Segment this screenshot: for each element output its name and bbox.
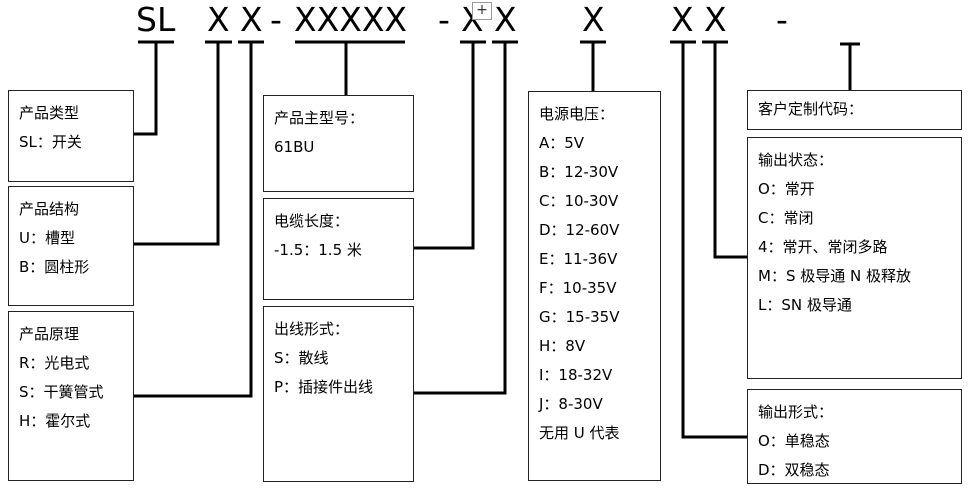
code-char-outlet-form: X	[494, 0, 517, 39]
box-line: C：10-30V	[539, 192, 619, 210]
box-title: 出线形式：	[274, 320, 350, 338]
box-line: E：11-36V	[539, 250, 618, 268]
box-line: U：槽型	[19, 229, 75, 247]
box-line: D：12-60V	[539, 221, 620, 239]
box-line: 61BU	[274, 138, 315, 156]
box-line: G：15-35V	[539, 308, 620, 326]
supply-voltage-box: 电源电压： A：5V B：12-30V C：10-30V D：12-60V E：…	[528, 91, 661, 481]
box-line: A：5V	[539, 134, 585, 152]
code-char-output-state: X	[704, 0, 727, 39]
code-char-structure: X	[207, 0, 230, 39]
code-prefix-sl: SL	[136, 0, 176, 39]
box-title: 输出形式：	[758, 403, 834, 421]
outlet-form-box: 出线形式： S：散线 P：插接件出线	[263, 306, 414, 482]
box-line: C：常闭	[758, 209, 814, 227]
code-dash: -	[776, 0, 788, 39]
box-title: 电缆长度：	[274, 212, 350, 230]
output-form-box: 输出形式： O：单稳态 D：双稳态	[747, 389, 962, 484]
box-line: M：S 极导通 N 极释放	[758, 267, 911, 285]
box-title: 客户定制代码：	[758, 100, 864, 118]
box-title: 输出状态：	[758, 151, 834, 169]
output-state-box: 输出状态： O：常开 C：常闭 4：常开、常闭多路 M：S 极导通 N 极释放 …	[747, 137, 962, 379]
main-model-box: 产品主型号： 61BU	[263, 95, 414, 192]
product-structure-box: 产品结构 U：槽型 B：圆柱形	[8, 186, 134, 306]
box-line: -1.5：1.5 米	[274, 241, 362, 259]
code-char-principle: X	[240, 0, 263, 39]
box-line: S：干簧管式	[19, 383, 104, 401]
box-line: R：光电式	[19, 354, 90, 372]
customer-code-box: 客户定制代码：	[747, 90, 962, 130]
code-dash: -	[270, 0, 282, 39]
box-title: 产品主型号：	[274, 109, 365, 127]
product-type-box: 产品类型 SL：开关	[8, 90, 134, 182]
box-line: B：圆柱形	[19, 258, 90, 276]
box-line: P：插接件出线	[274, 378, 374, 396]
box-title: 产品原理	[19, 325, 80, 343]
code-char-output-form: X	[671, 0, 694, 39]
box-title: 产品结构	[19, 200, 80, 218]
add-button[interactable]: +	[472, 2, 492, 20]
code-main-model: XXXXX	[294, 0, 408, 39]
box-line: SL：开关	[19, 133, 82, 151]
box-line: O：常开	[758, 180, 815, 198]
box-line: I：18-32V	[539, 366, 613, 384]
box-line: O：单稳态	[758, 432, 830, 450]
code-char-voltage: X	[582, 0, 605, 39]
box-line: H：霍尔式	[19, 412, 91, 430]
box-line: H：8V	[539, 337, 586, 355]
box-line: S：散线	[274, 349, 329, 367]
cable-length-box: 电缆长度： -1.5：1.5 米	[263, 198, 414, 300]
product-principle-box: 产品原理 R：光电式 S：干簧管式 H：霍尔式	[8, 311, 134, 481]
box-line: 4：常开、常闭多路	[758, 238, 888, 256]
box-title: 电源电压：	[539, 105, 615, 123]
box-title: 产品类型	[19, 104, 80, 122]
box-line: B：12-30V	[539, 163, 619, 181]
box-line: L：SN 极导通	[758, 296, 852, 314]
box-line: 无用 U 代表	[539, 424, 620, 442]
box-line: F：10-35V	[539, 279, 617, 297]
code-dash: -	[438, 0, 450, 39]
box-line: J：8-30V	[539, 395, 603, 413]
box-line: D：双稳态	[758, 461, 830, 479]
